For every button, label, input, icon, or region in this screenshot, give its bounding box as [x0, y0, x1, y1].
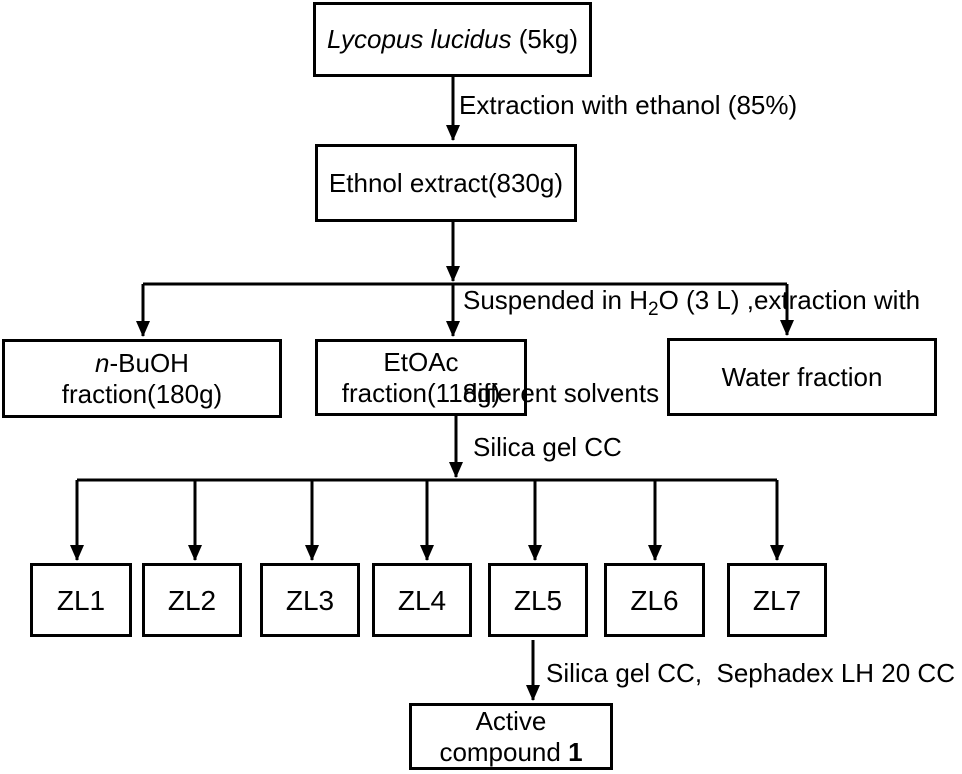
- nbuoh-n-italic: n: [95, 347, 110, 378]
- node-nbuoh-fraction: n-BuOH fraction(180g): [2, 339, 282, 418]
- suspend-pre: Suspended in H: [463, 285, 649, 315]
- nbuoh-rest: -BuOH: [109, 347, 189, 378]
- label-silica-gel-cc: Silica gel CC: [473, 432, 622, 462]
- node-nbuoh-line1: n-BuOH: [95, 348, 189, 379]
- node-zl4: ZL4: [372, 563, 472, 637]
- label-suspend-line2: different solvents: [463, 378, 660, 408]
- active-line1: Active: [475, 705, 547, 736]
- node-zl7-label: ZL7: [752, 584, 802, 616]
- suspend-post: O (3 L) ,extraction with: [658, 285, 921, 315]
- source-weight: (5kg): [511, 24, 578, 54]
- node-zl6-label: ZL6: [630, 584, 679, 616]
- label-suspend: Suspended in H2O (3 L) ,extraction with …: [463, 223, 920, 471]
- node-zl1-label: ZL1: [56, 584, 106, 616]
- node-zl7: ZL7: [727, 563, 827, 637]
- node-zl2: ZL2: [142, 563, 242, 637]
- node-source-label: Lycopus lucidus (5kg): [327, 24, 578, 55]
- node-ethanol-extract: Ethnol extract(830g): [315, 144, 577, 222]
- node-zl4-label: ZL4: [397, 584, 447, 616]
- node-active-compound: Active compound 1: [409, 703, 613, 770]
- node-etoac-fraction: EtOAc fraction(118g): [315, 339, 527, 416]
- species-name: Lycopus lucidus: [327, 24, 512, 54]
- node-nbuoh-line2: fraction(180g): [61, 378, 223, 409]
- label-silica-sephadex: Silica gel CC, Sephadex LH 20 CC: [546, 658, 955, 688]
- active-compound-word: compound: [439, 736, 569, 767]
- label-extraction-ethanol: Extraction with ethanol (85%): [459, 90, 798, 120]
- h2o-subscript: 2: [648, 299, 659, 321]
- node-water-fraction-label: Water fraction: [721, 361, 883, 392]
- node-zl2-label: ZL2: [167, 584, 217, 616]
- node-zl5: ZL5: [488, 563, 588, 637]
- node-ethanol-extract-label: Ethnol extract(830g): [328, 167, 564, 198]
- node-zl3-label: ZL3: [285, 584, 335, 616]
- node-etoac-fraction-label: EtOAc fraction(118g): [341, 346, 501, 408]
- node-zl5-label: ZL5: [513, 584, 563, 616]
- node-zl6: ZL6: [604, 563, 705, 637]
- node-source: Lycopus lucidus (5kg): [313, 2, 592, 77]
- node-zl1: ZL1: [30, 563, 132, 637]
- active-compound-number: 1: [568, 736, 583, 767]
- active-line2: compound 1: [439, 737, 582, 768]
- node-water-fraction: Water fraction: [667, 338, 937, 416]
- label-suspend-line1: Suspended in H2O (3 L) ,extraction with: [463, 285, 921, 319]
- node-zl3: ZL3: [260, 563, 360, 637]
